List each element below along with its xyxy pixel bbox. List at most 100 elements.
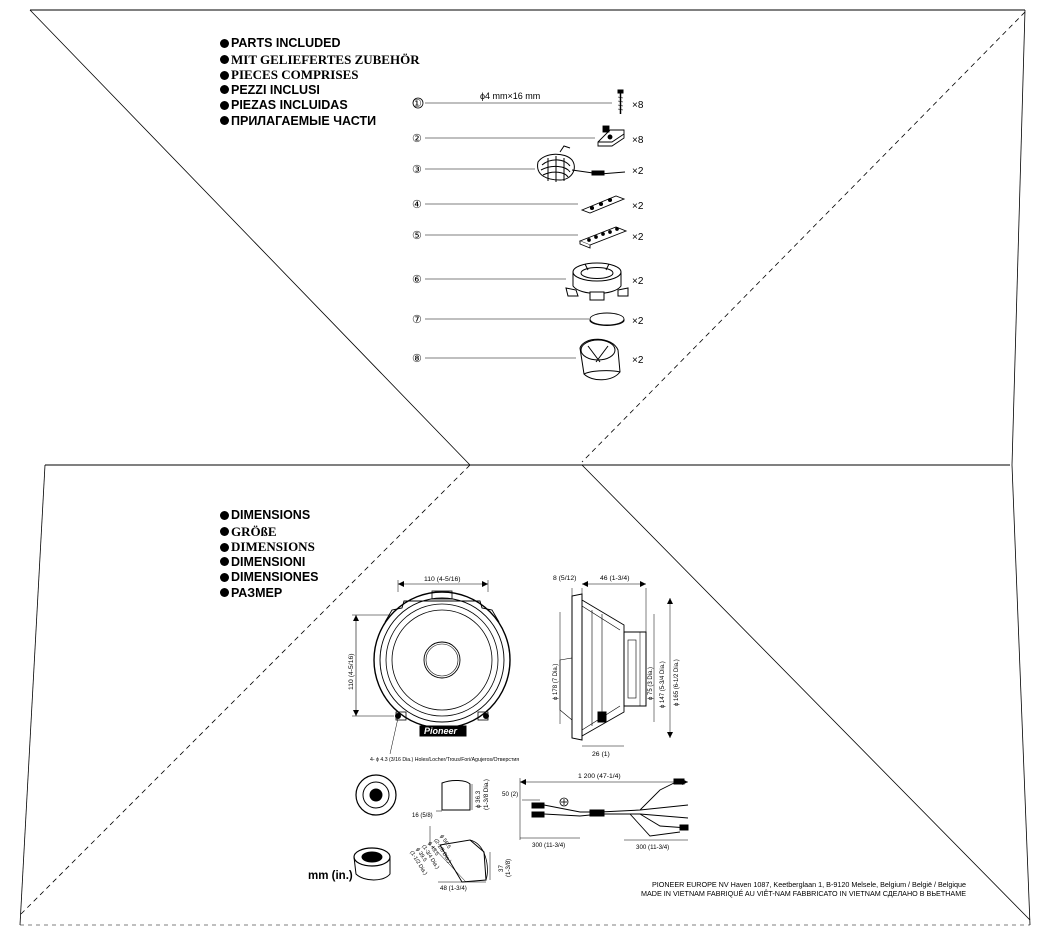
heading-text: PEZZI INCLUSI: [231, 82, 320, 97]
heading-item: DIMENSIONS: [220, 539, 319, 555]
bullet-icon: [220, 38, 229, 48]
tweeter-views: ϕ 36.3 (1-3/8 Dia.) 16 (5/8) ϕ 56.5 (2-1…: [353, 774, 512, 892]
tweeter-width-label: 48 (1-3/4): [440, 885, 467, 892]
part-row: ① ϕ4 mm×16 mm ×8: [412, 89, 644, 114]
heading-text: ПРИЛАГАЕМЫЕ ЧАСТИ: [231, 113, 377, 128]
bullet-icon: [220, 70, 229, 80]
part-row: ⑧ ×2: [412, 338, 644, 381]
heading-text: РАЗМЕР: [231, 585, 283, 600]
part-qty: ×2: [632, 201, 644, 212]
tweeter-depth-label: 16 (5/8): [412, 813, 433, 819]
heading-item: GRÖßE: [220, 524, 319, 540]
side-bottom-label: 26 (1): [592, 751, 610, 758]
bullet-icon: [220, 542, 229, 552]
units-label: mm (in.): [308, 870, 353, 882]
cable-short-label: 50 (2): [502, 791, 518, 798]
heading-item: PIEZAS INCLUIDAS: [220, 98, 420, 114]
part-row: ⑦ ×2: [412, 312, 644, 327]
footer-origin: MADE IN VIETNAM FABRIQUÉ AU VIÊT-NAM FAB…: [641, 889, 966, 898]
part-row: ③ ×2: [412, 145, 644, 182]
woofer-front-view: Pioneer 110 (4-5/16) 110 (4-5/16) 4- ϕ 4…: [348, 576, 519, 763]
disc-icon: [589, 312, 625, 326]
heading-text: GRÖßE: [231, 523, 277, 539]
part-qty: ×2: [632, 276, 644, 287]
parts-list-graphics: ① ϕ4 mm×16 mm ×8 ② ×8: [412, 89, 644, 381]
heading-item: DIMENSIONI: [220, 555, 319, 571]
heading-text: DIMENSIONES: [231, 570, 319, 585]
bracket-icon: [597, 125, 625, 147]
cable-right-label: 300 (11-3/4): [636, 844, 669, 851]
parts-included-headings: PARTS INCLUDED MIT GELIEFERTES ZUBEHÖR P…: [220, 36, 420, 130]
part-number: ④: [412, 199, 422, 211]
heading-text: DIMENSIONI: [231, 554, 306, 569]
manufacturer-footer: PIONEER EUROPE NV Haven 1087, Keetbergla…: [540, 880, 966, 898]
bullet-icon: [220, 527, 229, 537]
heading-item: PARTS INCLUDED: [220, 36, 420, 52]
dia-total-label: ϕ 165 (6-1/2 Dia.): [674, 659, 680, 706]
heading-item: РАЗМЕР: [220, 586, 319, 602]
bullet-icon: [220, 572, 229, 582]
tweeter-height-label: 37: [498, 865, 505, 872]
tweeter-dia-label: ϕ 36.3: [475, 790, 482, 808]
bullet-icon: [220, 85, 229, 95]
part-number: ⑦: [412, 314, 422, 326]
heading-item: DIMENSIONES: [220, 570, 319, 586]
woofer-width-label: 110 (4-5/16): [424, 576, 461, 583]
part-qty: ×2: [632, 232, 644, 243]
tweeter-dia-in-label: (1-3/8 Dia.): [483, 779, 490, 810]
part-row: ② ×8: [412, 125, 644, 147]
heading-text: PIEZAS INCLUIDAS: [231, 98, 348, 113]
dia-outer-label: ϕ 178 (7 Dia.): [553, 664, 559, 700]
part-qty: ×2: [632, 166, 644, 177]
bullet-icon: [220, 510, 229, 520]
part-number: ⑧: [412, 353, 422, 365]
fold-lines: [19, 9, 1031, 926]
cable-total-label: 1 200 (47-1/4): [578, 773, 621, 780]
side-top-left-label: 8 (5/12): [553, 575, 576, 582]
bullet-icon: [220, 116, 229, 126]
dia-frame-label: ϕ 147 (5-3/4 Dia.): [660, 661, 666, 708]
footer-address: PIONEER EUROPE NV Haven 1087, Keetbergla…: [651, 880, 966, 889]
screw-size-label: ϕ4 mm×16 mm: [480, 91, 540, 101]
part-number: ⑤: [412, 230, 422, 242]
heading-text: MIT GELIEFERTES ZUBEHÖR: [231, 51, 420, 67]
heading-item: PEZZI INCLUSI: [220, 83, 420, 99]
cable-diagram: 1 200 (47-1/4) 50 (2) 300 (11-3/4) 300 (…: [502, 773, 689, 851]
dimensions-headings: DIMENSIONS GRÖßE DIMENSIONS DIMENSIONI D…: [220, 508, 319, 602]
bullet-icon: [220, 557, 229, 567]
heading-item: ПРИЛАГАЕМЫЕ ЧАСТИ: [220, 114, 420, 130]
woofer-side-view: 8 (5/12) 46 (1-3/4) ϕ 178 (7 Dia.) ϕ 75 …: [553, 575, 680, 758]
bullet-icon: [220, 100, 229, 110]
side-top-right-label: 46 (1-3/4): [600, 575, 629, 582]
angled-tweeter-cup-icon: [579, 338, 621, 381]
part-number: ③: [412, 164, 422, 176]
tweeter-mount-icon: [565, 262, 629, 301]
tweeter-height-in-label: (1-3/8): [505, 859, 512, 877]
part-qty: ×2: [632, 355, 644, 366]
heading-text: DIMENSIONS: [231, 539, 315, 555]
part-qty: ×2: [632, 316, 644, 327]
part-row: ⑤ ×2: [412, 226, 644, 249]
plate-icon: [580, 195, 626, 214]
part-number: ①: [412, 98, 422, 110]
heading-item: MIT GELIEFERTES ZUBEHÖR: [220, 52, 420, 68]
part-qty: ×8: [632, 135, 644, 146]
holes-label: 4- ϕ 4.3 (3/16 Dia.) Holes/Locher/Trous/…: [370, 757, 519, 763]
part-qty: ×8: [632, 100, 644, 111]
heading-text: PARTS INCLUDED: [231, 36, 341, 50]
part-number: ②: [412, 133, 422, 145]
plate-long-icon: [578, 226, 628, 249]
heading-text: PIECES COMPRISES: [231, 67, 359, 83]
cable-left-label: 300 (11-3/4): [532, 842, 565, 849]
part-row: ⑥ ×2: [412, 262, 644, 301]
network-crossover-icon: [537, 145, 626, 182]
part-row: ④ ×2: [412, 195, 644, 214]
woofer-height-label: 110 (4-5/16): [348, 653, 355, 690]
heading-text: DIMENSIONS: [231, 508, 311, 522]
dia-magnet-label: ϕ 75 (3 Dia.): [648, 667, 654, 700]
brand-logo: Pioneer: [424, 726, 458, 736]
part-number: ⑥: [412, 274, 422, 286]
bullet-icon: [220, 55, 229, 65]
bullet-icon: [220, 588, 229, 598]
